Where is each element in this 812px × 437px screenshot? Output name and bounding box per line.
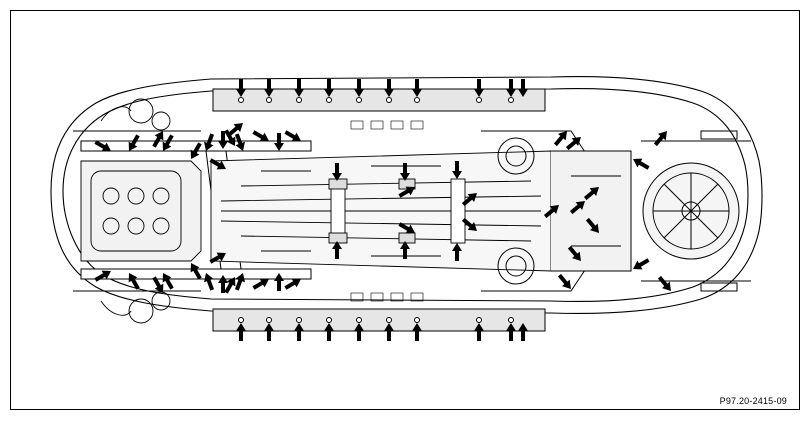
diagram-frame: P97.20-2415-09 bbox=[10, 10, 800, 410]
figure-code: P97.20-2415-09 bbox=[719, 396, 787, 406]
vehicle-underbody-diagram bbox=[50, 75, 763, 341]
rear-axle bbox=[481, 130, 632, 292]
sills bbox=[212, 88, 546, 332]
spare-wheel-well bbox=[641, 130, 751, 292]
